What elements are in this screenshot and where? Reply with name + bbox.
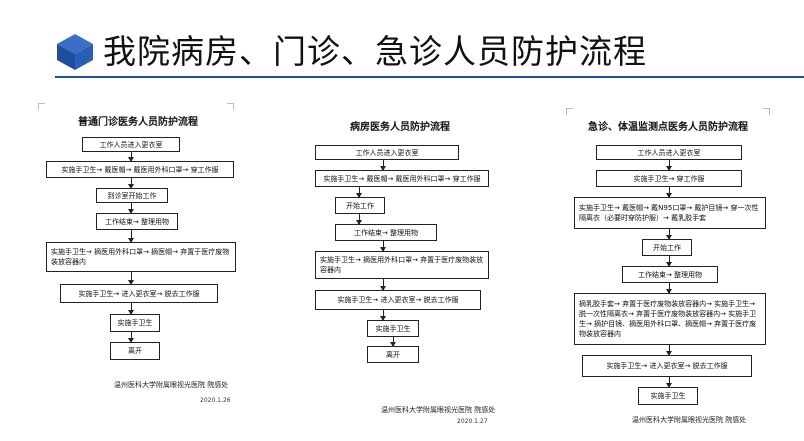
flow-step: 实施手卫生→ 摘医用外科口罩→ 弃置于医疗废物装放容器内	[315, 251, 489, 279]
flow-step: 工作人员进入更衣室	[596, 145, 742, 160]
flowchart-title: 病房医务人员防护流程	[350, 122, 450, 133]
flowchart-title: 急诊、体温监测点医务人员防护流程	[588, 122, 748, 133]
flow-step: 实施手卫生→ 进入更衣室→ 脱去工作服	[60, 284, 218, 303]
title-underline	[55, 76, 804, 78]
flow-step: 离开	[367, 346, 419, 363]
flowchart-date: 2020.1.27	[457, 418, 488, 425]
flow-step: 实施手卫生→ 进入更衣室→ 脱去工作服	[582, 355, 752, 377]
flow-step: 离开	[110, 342, 160, 360]
flow-step: 实施手卫生→ 穿工作服	[596, 170, 742, 187]
flowchart-footer: 温州医科大学附属眼视光医院 院感处	[381, 406, 496, 414]
flow-step: 工作结束→ 整理用物	[622, 266, 718, 283]
flowchart-outpatient: 普通门诊医务人员防护流程 工作人员进入更衣室 实施手卫生→ 戴医帽→ 戴医用外科…	[38, 103, 238, 413]
flow-step: 摘乳胶手套→ 弃置于医疗废物装放容器内→ 实施手卫生→ 脱一次性隔离衣→ 弃置于…	[574, 293, 766, 345]
cube-icon	[57, 34, 93, 70]
flowchart-ward: 病房医务人员防护流程 工作人员进入更衣室 实施手卫生→ 戴医帽→ 戴医用外科口罩…	[307, 108, 496, 426]
flow-step: 开始工作	[335, 197, 385, 214]
flow-step: 实施手卫生→ 戴医帽→ 戴医用外科口罩→ 穿工作服	[46, 161, 234, 178]
flow-step: 实施手卫生→ 戴医帽→ 戴医用外科口罩→ 穿工作服	[315, 170, 489, 187]
flow-step: 开始工作	[642, 239, 692, 256]
flow-step: 工作结束→ 整理用物	[96, 213, 178, 230]
flow-step: 实施手卫生	[638, 387, 698, 405]
flow-step: 实施手卫生→ 进入更衣室→ 脱去工作服	[315, 290, 481, 310]
slide-header: 我院病房、门诊、急诊人员防护流程	[55, 28, 804, 78]
flowchart-footer: 温州医科大学附属眼视光医院 院感处	[632, 416, 747, 424]
flow-step: 实施手卫生→ 戴医帽→ 戴N95口罩→ 戴护目镜→ 穿一次性隔离衣（必要时穿防护…	[574, 197, 766, 229]
flow-step: 工作人员进入更衣室	[315, 145, 459, 160]
slide-title: 我院病房、门诊、急诊人员防护流程	[103, 32, 647, 71]
flow-step: 实施手卫生	[110, 314, 160, 332]
flow-step: 到诊室开始工作	[96, 188, 168, 203]
flow-step: 实施手卫生	[367, 320, 419, 337]
flowchart-date: 2020.1.26	[200, 397, 231, 404]
flowchart-emergency: 急诊、体温监测点医务人员防护流程 工作人员进入更衣室 实施手卫生→ 穿工作服 实…	[566, 108, 770, 428]
flowchart-footer: 温州医科大学附属眼视光医院 院感处	[114, 381, 229, 389]
flow-step: 实施手卫生→ 摘医用外科口罩→ 摘医帽→ 弃置于医疗废物装放容器内	[46, 242, 236, 272]
flow-step: 工作人员进入更衣室	[82, 137, 180, 152]
flow-step: 工作结束→ 整理用物	[335, 224, 437, 241]
flowchart-title: 普通门诊医务人员防护流程	[78, 117, 198, 128]
